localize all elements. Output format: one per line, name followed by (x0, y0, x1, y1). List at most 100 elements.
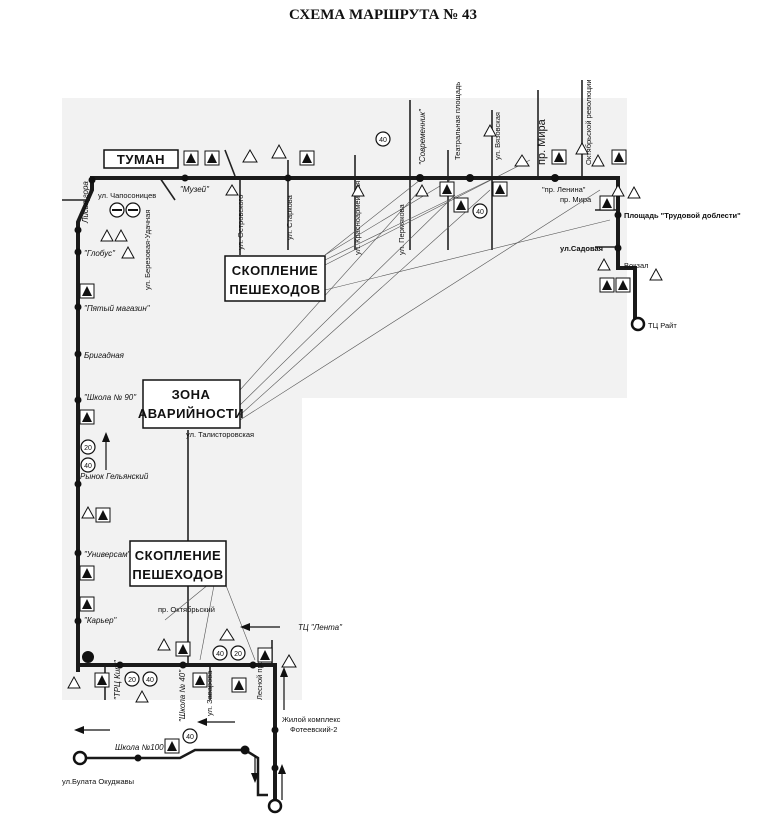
stop-vokzal: Вокзал (624, 261, 649, 270)
page-title: СХЕМА МАРШРУТА № 43 (289, 7, 477, 23)
pedestrian-crossing-icon (183, 150, 199, 166)
warning-triangle-icon (157, 637, 171, 651)
stop-univerrom: "Универсам" (84, 550, 132, 559)
pedestrian-crossing-icon (204, 150, 220, 166)
street-ostrovskogo: ул. Островского (236, 195, 245, 250)
warning-triangle-icon (135, 689, 149, 703)
route-stops (74, 174, 622, 772)
accident-box: ЗОНА АВАРИЙНОСТИ (138, 379, 244, 429)
street-oktyabrskoi: Октябрьской революции (584, 79, 593, 165)
svg-text:20: 20 (128, 677, 136, 684)
stop-ploshchad: Площадь "Трудовой доблести" (624, 211, 741, 220)
pedestrian-crossing-icon (79, 409, 95, 425)
speed-limit-40-icon: 40 (212, 645, 228, 661)
stop-zhiloi-2: Фотеевский-2 (290, 725, 337, 734)
warning-triangle-icon (649, 267, 663, 281)
speed-limit-20-icon: 20 (124, 671, 140, 687)
svg-text:20: 20 (234, 651, 242, 658)
warning-triangle-icon (121, 245, 135, 259)
stop-sadovaya: ул.Садовая (560, 244, 603, 253)
warning-triangle-icon (514, 154, 530, 167)
warning-triangle-icon (219, 628, 235, 641)
pedestrian-crossing-icon (94, 672, 110, 688)
pedestrian-crossing-icon (231, 677, 247, 693)
route-line-bottom (76, 663, 277, 802)
street-berezovaya: ул. Березовая-Удачная (143, 210, 152, 290)
pedestrian-crossing-icon (164, 738, 180, 754)
pedestrian-crossing-icon (611, 149, 627, 165)
street-pr-oktyabrsky: пр. Октябрьский (158, 605, 215, 614)
accident-line2: АВАРИЙНОСТИ (138, 406, 244, 421)
stop-pr-lenina: "пр. Ленина" (542, 185, 586, 194)
warning-triangle-icon (81, 505, 95, 519)
svg-text:40: 40 (84, 463, 92, 470)
no-entry-icon (109, 202, 125, 218)
street-vyazovskaya: ул. Вязовская (493, 112, 502, 160)
stop-tc-lenta: ТЦ "Лента" (298, 623, 343, 632)
warning-triangle-icon (281, 654, 297, 668)
warning-triangle-icon (100, 228, 114, 242)
svg-text:20: 20 (84, 445, 92, 452)
stop-labels: Лисья гора "Глобус" "Пятый магазин" Бриг… (80, 108, 741, 752)
street-teatralnaya: Театральная площадь (453, 82, 462, 160)
street-permyakova: ул. Пермякова (397, 203, 406, 255)
pedestrian-crossing-icon (599, 195, 615, 211)
street-zavarova: ул. Заварова (205, 670, 214, 716)
fog-label: ТУМАН (117, 152, 165, 167)
stop-school90: "Школа № 90" (84, 393, 137, 402)
route-branch (85, 748, 268, 797)
svg-text:40: 40 (146, 677, 154, 684)
pedestrian-crossing-icon (79, 565, 95, 581)
speed-limit-40-icon: 40 (472, 203, 488, 219)
pedestrian-crossing-icon (299, 150, 315, 166)
speed-limit-40-icon: 40 (80, 457, 96, 473)
warning-triangle-icon (483, 123, 497, 137)
warning-triangle-icon (271, 143, 287, 159)
terminal-bottom (267, 798, 283, 814)
pedestrian-crossing-icon (175, 641, 191, 657)
crowd-bottom-line1: СКОПЛЕНИЕ (135, 548, 221, 563)
terminal-bulata (72, 750, 88, 766)
pedestrian-crossing-icon (551, 149, 567, 165)
svg-text:40: 40 (216, 651, 224, 658)
warning-sign-icons (67, 123, 663, 753)
pedestrian-crossing-icon (95, 507, 111, 523)
warning-triangle-icon (611, 183, 625, 197)
pedestrian-crossing-icon (439, 181, 455, 197)
warning-triangle-icon (242, 149, 258, 163)
warning-triangle-icon (67, 675, 81, 689)
svg-text:40: 40 (186, 734, 194, 741)
stop-globus: "Глобус" (84, 249, 116, 258)
stop-tc-rait: ТЦ Райт (648, 321, 677, 330)
speed-limit-40-icon: 40 (375, 131, 391, 147)
crowd-bottom-line2: ПЕШЕХОДОВ (132, 567, 223, 582)
stop-rynok: Рынок Гельянский (80, 472, 149, 481)
speed-limit-40-icon: 40 (182, 728, 198, 744)
speed-limit-20-icon: 20 (230, 645, 246, 661)
terminal-tc-rait (630, 316, 646, 332)
warning-triangle-icon (627, 185, 641, 199)
arrow-up-icon (280, 667, 288, 710)
stop-school40: "Школа № 40" (178, 669, 187, 722)
pedestrian-crossing-icon (492, 181, 508, 197)
pedestrian-crossing-icon (453, 197, 469, 213)
stop-sovremennik: "Современник" (418, 108, 427, 165)
street-bulata: ул.Булата Окуджавы (62, 777, 134, 786)
stop-trc-kit: "ТРЦ Кит" (113, 659, 122, 700)
arrow-up-icon (278, 764, 286, 800)
street-chapaev: ул. Чапосоницев (98, 191, 156, 200)
street-taligortsevskaya: ул. Талисторовская (186, 430, 254, 439)
stop-lysya-gora: Лисья гора (81, 181, 90, 224)
warning-triangle-icon (597, 257, 611, 271)
route-line (76, 176, 637, 672)
stop-brigadnaya: Бригадная (84, 351, 125, 360)
accident-line1: ЗОНА (172, 387, 211, 402)
warning-triangle-icon (114, 228, 128, 242)
arrow-left-icon (197, 718, 235, 726)
stop-karer: "Карьер" (84, 616, 118, 625)
pedestrian-crossing-icon (615, 277, 631, 293)
fog-box: ТУМАН (103, 149, 179, 169)
stop-muzei: "Музей" (180, 185, 210, 194)
speed-limit-icons: 40 40 20 40 20 40 40 20 40 (80, 131, 488, 744)
